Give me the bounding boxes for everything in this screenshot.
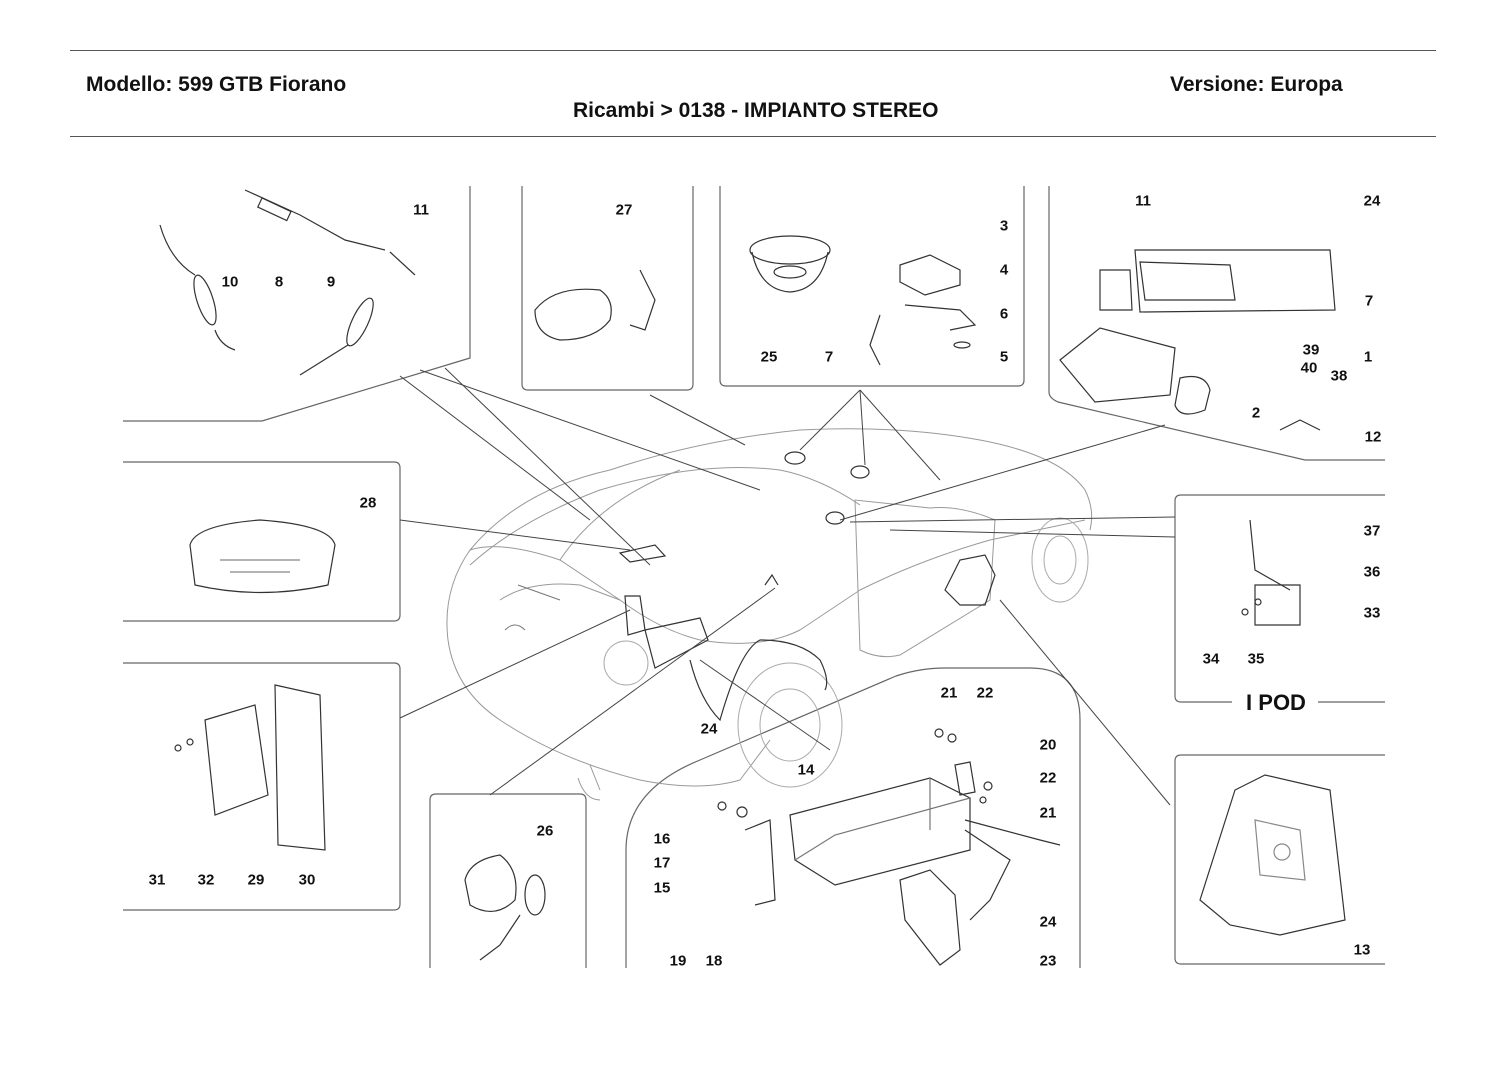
callout-12: 12 bbox=[1364, 428, 1382, 446]
section-title: Ricambi > 0138 - IMPIANTO STEREO bbox=[573, 99, 939, 122]
callout-4: 4 bbox=[999, 261, 1009, 279]
leader-lines bbox=[400, 368, 1175, 805]
callout-7-radio: 7 bbox=[1364, 292, 1374, 310]
panel-borders bbox=[123, 186, 1385, 968]
callout-24-amp: 24 bbox=[1039, 913, 1057, 931]
callout-6: 6 bbox=[999, 305, 1009, 323]
model-label: Modello: 599 GTB Fiorano bbox=[86, 73, 347, 96]
callout-11-antenna-cable: 11 bbox=[413, 201, 429, 219]
callout-5: 5 bbox=[999, 348, 1009, 366]
callout-24-radio: 24 bbox=[1363, 192, 1381, 210]
callout-29: 29 bbox=[247, 871, 265, 889]
callout-21-bottom: 21 bbox=[1039, 804, 1057, 822]
callout-27: 27 bbox=[615, 201, 633, 219]
callout-20: 20 bbox=[1039, 736, 1057, 754]
callout-13: 13 bbox=[1353, 941, 1371, 959]
callout-37: 37 bbox=[1363, 522, 1381, 540]
callout-25: 25 bbox=[760, 348, 778, 366]
callout-34: 34 bbox=[1202, 650, 1220, 668]
panel-components bbox=[160, 190, 1345, 965]
callout-2: 2 bbox=[1251, 404, 1261, 422]
car-body-outline bbox=[447, 429, 1092, 800]
roof-and-door-parts bbox=[620, 452, 995, 720]
callout-7-roof: 7 bbox=[824, 348, 834, 366]
callout-3: 3 bbox=[999, 217, 1009, 235]
callout-22-bottom: 22 bbox=[1039, 769, 1057, 787]
callout-40: 40 bbox=[1300, 359, 1318, 377]
callout-21-top: 21 bbox=[940, 684, 958, 702]
callout-19: 19 bbox=[669, 952, 687, 970]
callout-35: 35 bbox=[1247, 650, 1265, 668]
callout-11-radio: 11 bbox=[1135, 192, 1151, 210]
callout-9: 9 bbox=[326, 273, 336, 291]
callout-1: 1 bbox=[1363, 348, 1373, 366]
callout-30: 30 bbox=[298, 871, 316, 889]
callout-26: 26 bbox=[536, 822, 554, 840]
callout-15: 15 bbox=[653, 879, 671, 897]
ipod-panel-label: I POD bbox=[1240, 690, 1312, 716]
callout-36: 36 bbox=[1363, 563, 1381, 581]
callout-24-body: 24 bbox=[700, 720, 718, 738]
callout-39: 39 bbox=[1302, 341, 1320, 359]
callout-32: 32 bbox=[197, 871, 215, 889]
callout-10: 10 bbox=[221, 273, 239, 291]
callout-8: 8 bbox=[274, 273, 284, 291]
callout-18: 18 bbox=[705, 952, 723, 970]
callout-14: 14 bbox=[797, 761, 815, 779]
callout-31: 31 bbox=[148, 871, 166, 889]
header-bottom-rule bbox=[70, 136, 1436, 137]
callout-33: 33 bbox=[1363, 604, 1381, 622]
callout-23: 23 bbox=[1039, 952, 1057, 970]
callout-17: 17 bbox=[653, 854, 671, 872]
callout-22-top: 22 bbox=[976, 684, 994, 702]
callout-28: 28 bbox=[359, 494, 377, 512]
callout-38: 38 bbox=[1330, 367, 1348, 385]
callout-16: 16 bbox=[653, 830, 671, 848]
header-top-rule bbox=[70, 50, 1436, 51]
version-label: Versione: Europa bbox=[1170, 73, 1343, 96]
